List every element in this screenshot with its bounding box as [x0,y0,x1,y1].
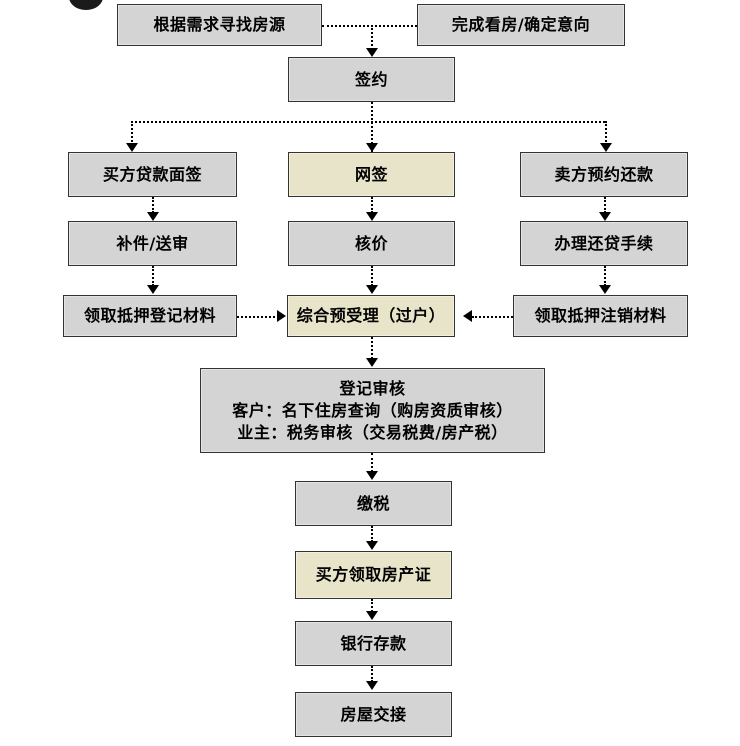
node-label: 根据需求寻找房源 [153,15,286,35]
node-registration-review[interactable]: 登记审核 客户：名下住房查询（购房资质审核） 业主：税务审核（交易税费/房产税） [200,368,545,453]
node-label-line2: 客户：名下住房查询（购房资质审核） [232,401,513,421]
node-label: 买方贷款面签 [102,164,202,184]
node-seller-repayment-appointment[interactable]: 卖方预约还款 [520,152,688,197]
connector-branch-bar [131,121,605,123]
arrowhead-mortgage-registration-docs [147,285,159,294]
node-label: 登记审核 [339,378,406,398]
node-buyer-collect-deed[interactable]: 买方领取房产证 [295,551,452,599]
node-label: 卖方预约还款 [554,164,654,184]
connector-registration-to-pay-tax [371,453,373,472]
arrowhead-supplement-submit [147,212,159,221]
connector-online-signing-to-price [371,197,373,213]
node-label: 领取抵押登记材料 [83,306,216,326]
node-collect-mortgage-registration-docs[interactable]: 领取抵押登记材料 [63,295,237,337]
arrowhead-property-handover [366,681,378,690]
node-label: 领取抵押注销材料 [534,306,667,326]
arrowhead-pre-acceptance-left [277,310,286,322]
node-label: 缴税 [356,493,390,513]
node-label: 核价 [354,233,388,253]
connector-buyer-loan-to-supplement [152,197,154,213]
node-sign-contract[interactable]: 签约 [288,57,455,102]
node-find-listing[interactable]: 根据需求寻找房源 [117,4,322,46]
connector-branch-left [131,121,133,145]
connector-deed-to-bank-deposit [371,599,373,612]
arrowhead-pre-acceptance-right [463,310,472,322]
node-label: 完成看房/确定意向 [451,15,591,35]
corner-badge-decoration [69,0,103,10]
node-label-line3: 业主：税务审核（交易税费/房产税） [237,422,508,442]
node-label: 网签 [354,164,388,184]
node-comprehensive-pre-acceptance[interactable]: 综合预受理（过户） [287,295,455,337]
node-collect-mortgage-cancellation-docs[interactable]: 领取抵押注销材料 [513,295,688,337]
node-complete-viewing[interactable]: 完成看房/确定意向 [417,4,625,46]
connector-mortgage-docs-to-pre-acceptance [237,316,279,318]
node-label: 补件/送审 [116,233,189,253]
arrowhead-sign-contract [366,48,378,57]
node-pay-tax[interactable]: 缴税 [295,481,452,526]
node-label: 综合预受理（过户） [296,306,446,326]
arrowhead-registration-review [366,358,378,367]
arrowhead-buyer-collect-deed [366,541,378,550]
node-label: 银行存款 [340,633,407,653]
connector-branch-right [605,121,607,145]
connector-price-to-pre-acceptance [371,266,373,286]
node-supplement-submit[interactable]: 补件/送审 [68,221,237,266]
node-bank-deposit[interactable]: 银行存款 [295,621,452,666]
arrowhead-buyer-loan-interview [126,143,138,152]
arrowhead-price-verification [366,212,378,221]
connector-seller-repayment-to-procedures [604,197,606,213]
connector-procedures-to-cancellation-docs [604,266,606,286]
connector-supplement-to-mortgage-docs [152,266,154,286]
arrowhead-mortgage-cancellation-docs [599,285,611,294]
connector-pay-tax-to-deed [371,526,373,542]
arrowhead-seller-repayment [600,143,612,152]
node-property-handover[interactable]: 房屋交接 [295,692,452,737]
arrowhead-pay-tax [366,471,378,480]
connector-pre-acceptance-to-registration [371,337,373,359]
arrowhead-bank-deposit [366,611,378,620]
node-repayment-procedures[interactable]: 办理还贷手续 [520,221,688,266]
node-label: 房屋交接 [340,704,407,724]
node-label: 办理还贷手续 [554,233,654,253]
connector-bank-deposit-to-handover [371,666,373,682]
connector-cancellation-docs-to-pre-acceptance [472,316,513,318]
connector-sign-contract-stem [371,102,373,152]
arrowhead-pre-acceptance-top [366,285,378,294]
connector-to-sign-contract [371,25,373,50]
node-online-signing[interactable]: 网签 [288,152,455,197]
arrowhead-online-signing [366,143,378,152]
node-price-verification[interactable]: 核价 [288,221,455,266]
arrowhead-repayment-procedures [599,212,611,221]
node-label: 签约 [354,69,388,89]
connector-find-listing-to-complete-viewing [322,25,417,27]
node-buyer-loan-interview[interactable]: 买方贷款面签 [68,152,237,197]
node-label: 买方领取房产证 [315,565,432,585]
